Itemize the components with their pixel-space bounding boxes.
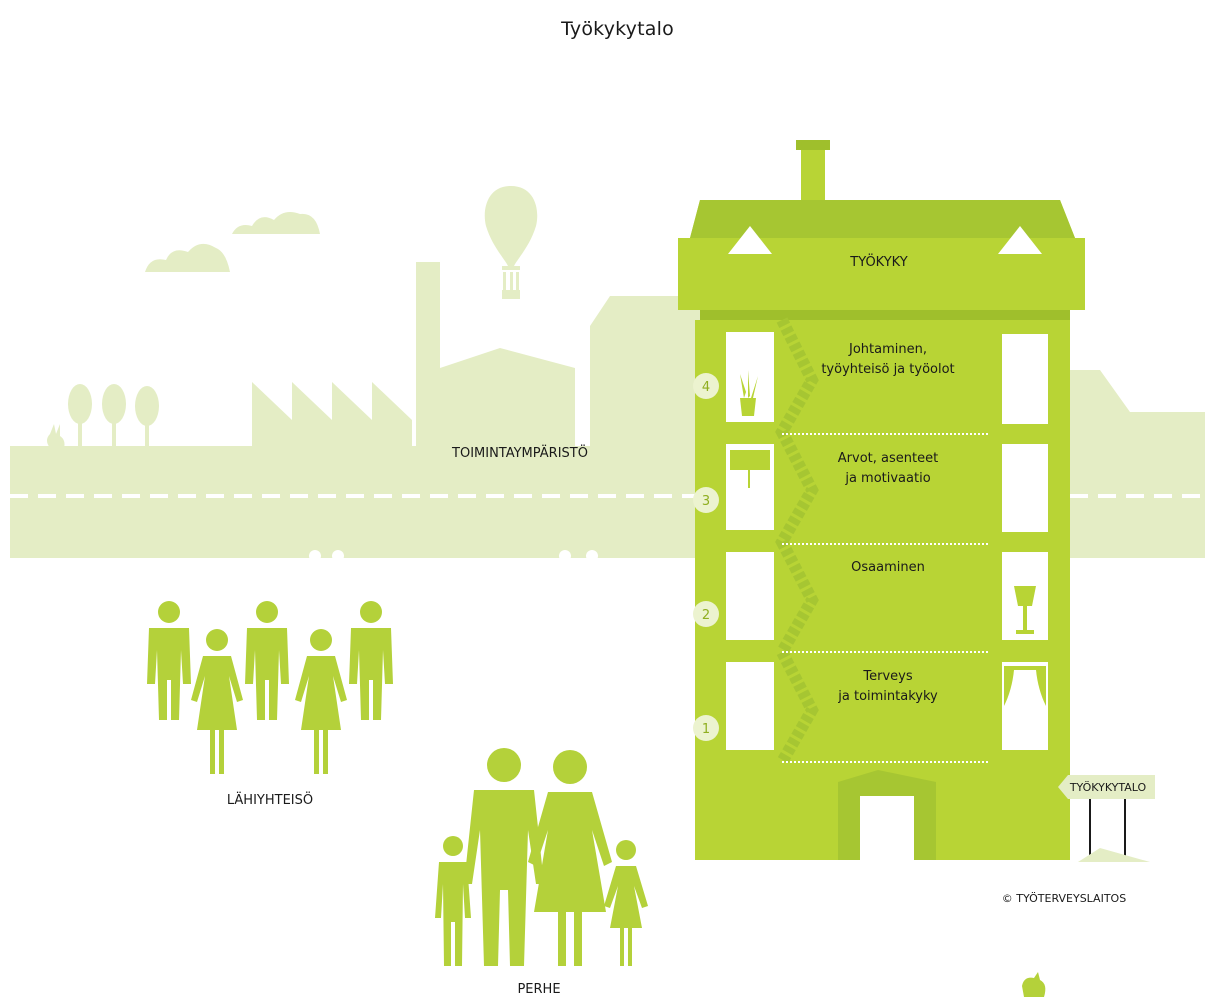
man-icon	[147, 601, 191, 720]
window	[1002, 444, 1048, 532]
van-icon	[304, 522, 354, 562]
curtains-icon	[1004, 666, 1046, 706]
svg-text:3: 3	[702, 494, 710, 509]
svg-text:2: 2	[702, 608, 710, 623]
potted-plant-icon	[740, 370, 758, 416]
factory-building	[252, 382, 412, 446]
work-ability-house: TYÖKYKY	[678, 140, 1085, 860]
floor-number-badge: 2	[693, 601, 719, 627]
environment-label: TOIMINTAYMPÄRISTÖ	[451, 444, 588, 461]
roof-label: TYÖKYKY	[849, 253, 907, 270]
woman-icon	[191, 629, 243, 774]
van-icon	[552, 518, 610, 562]
background-building	[590, 296, 700, 446]
house-sign: TYÖKYKYTALO	[1058, 775, 1155, 862]
floor-lamp-icon	[1014, 586, 1036, 634]
floor-1-label-line2: ja toimintakyky	[837, 689, 938, 704]
family-group	[435, 748, 648, 966]
window	[726, 552, 774, 640]
factory-chimney	[416, 262, 440, 448]
roof-dormer-icon	[998, 226, 1042, 254]
background-building	[1070, 370, 1205, 446]
family-label: PERHE	[517, 982, 560, 997]
page-title: Työkykytalo	[561, 18, 674, 40]
cloud-icon	[232, 212, 320, 234]
floor-4-label-line1: Johtaminen,	[848, 342, 927, 357]
factory-hall	[440, 348, 575, 446]
window	[1002, 334, 1048, 424]
hot-air-balloon-icon	[484, 186, 538, 299]
cloud-icon	[145, 243, 230, 272]
sign-label: TYÖKYKYTALO	[1069, 781, 1147, 794]
floor-number-badge: 1	[693, 715, 719, 741]
rabbit-icon	[47, 424, 65, 448]
floor-4-label-line2: työyhteisö ja työolot	[821, 362, 954, 377]
tree-icon	[102, 384, 126, 448]
svg-text:4: 4	[702, 380, 710, 395]
house-door	[838, 770, 936, 860]
floor-2-label: Osaaminen	[851, 560, 925, 575]
window	[726, 662, 774, 750]
roof-dormer-icon	[728, 226, 772, 254]
floor-number-badge: 4	[693, 373, 719, 399]
copyright-label: © TYÖTERVEYSLAITOS	[1002, 892, 1126, 905]
window-blind-icon	[730, 450, 770, 488]
tree-icon	[68, 384, 92, 448]
floor-1-label-line1: Terveys	[862, 669, 912, 684]
floor-number-badge: 3	[693, 487, 719, 513]
man-icon	[245, 601, 289, 720]
svg-text:1: 1	[702, 722, 710, 737]
community-label: LÄHIYHTEISÖ	[227, 791, 313, 808]
woman-icon	[528, 750, 612, 966]
staircase	[775, 317, 819, 765]
floor-3-label-line1: Arvot, asenteet	[838, 451, 938, 466]
small-animal-icon	[1022, 972, 1046, 997]
tree-icon	[135, 386, 159, 448]
man-icon	[349, 601, 393, 720]
floor-3-label-line2: ja motivaatio	[844, 471, 930, 486]
girl-icon	[604, 840, 648, 966]
man-icon	[464, 748, 544, 966]
woman-icon	[295, 629, 347, 774]
child-icon	[435, 836, 471, 966]
community-group	[147, 601, 393, 774]
